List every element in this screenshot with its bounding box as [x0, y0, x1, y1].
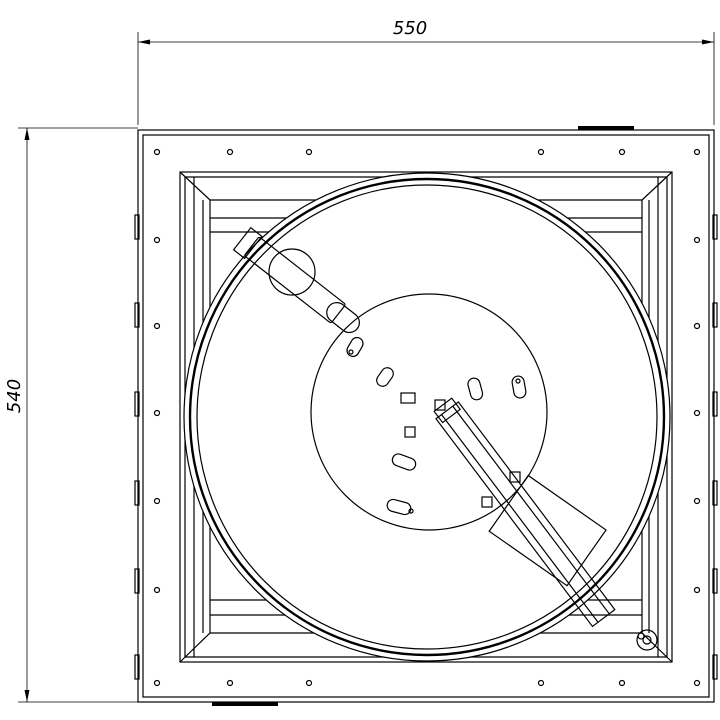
inner-platter: [310, 293, 548, 531]
width-dimension-label: 550: [393, 18, 427, 39]
mounting-holes: [153, 148, 701, 687]
left-side-notches: [134, 214, 140, 680]
width-dimension: 550: [137, 18, 715, 125]
height-dimension-label: 540: [4, 379, 25, 413]
height-dimension: 540: [4, 127, 138, 703]
clamp-handle: [232, 226, 360, 334]
outer-disc: [183, 172, 671, 662]
platter-slots: [346, 336, 527, 516]
right-side-notches: [712, 214, 718, 680]
tonearm: [400, 392, 658, 651]
